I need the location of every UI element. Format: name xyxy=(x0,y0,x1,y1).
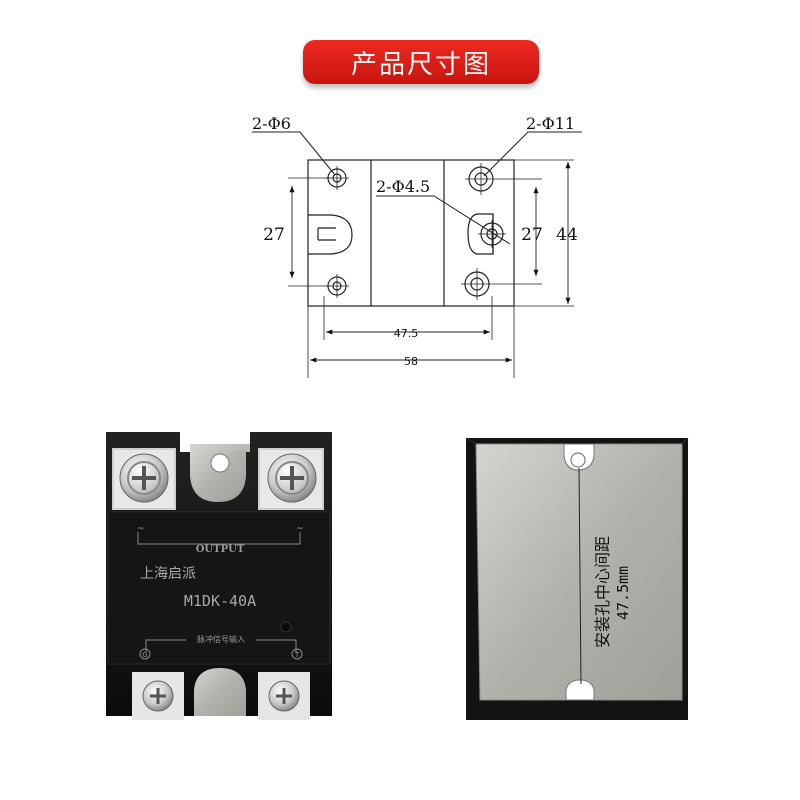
label-left-height: 27 xyxy=(263,225,285,245)
screw-terminal-4 xyxy=(268,680,300,712)
model-label: M1DK-40A xyxy=(184,592,256,610)
label-hole-center: 2-Φ4.5 xyxy=(376,177,430,196)
screw-terminal-2 xyxy=(267,453,317,503)
relay-back-photo: 安装孔中心间距 47.5mm xyxy=(465,437,689,720)
terminal-t-label: T xyxy=(294,651,300,659)
spacing-value: 47.5mm xyxy=(614,566,632,620)
relay-outline xyxy=(307,159,515,307)
hole-right-top xyxy=(465,163,497,195)
label-total-width: 58 xyxy=(404,355,418,368)
input-label: 脉冲信号输入 xyxy=(197,634,245,644)
dimension-drawing xyxy=(252,131,582,378)
brand-label: 上海启派 xyxy=(140,566,196,582)
relay-front-photo: ~ ~ OUTPUT 上海启派 M1DK-40A 脉冲信号输入 G T xyxy=(106,432,332,720)
banner-title: 产品尺寸图 xyxy=(350,49,491,80)
title-banner: 产品尺寸图 xyxy=(303,40,539,84)
screw-terminal-1 xyxy=(119,453,169,503)
svg-text:~: ~ xyxy=(296,524,304,534)
hole-left-bottom xyxy=(325,274,349,298)
hole-right-bottom xyxy=(461,268,493,300)
screw-terminal-3 xyxy=(142,680,174,712)
terminal-g-label: G xyxy=(142,651,147,659)
spacing-caption: 安装孔中心间距 xyxy=(593,536,612,648)
hole-mount-right xyxy=(478,220,506,248)
label-right-height: 27 xyxy=(521,225,543,245)
label-hole-spacing: 47.5 xyxy=(394,327,419,340)
label-total-height: 44 xyxy=(556,225,578,245)
label-hole-left: 2-Φ6 xyxy=(252,114,291,133)
output-label: OUTPUT xyxy=(196,544,245,555)
label-hole-right: 2-Φ11 xyxy=(526,114,575,133)
svg-text:~: ~ xyxy=(137,524,145,534)
